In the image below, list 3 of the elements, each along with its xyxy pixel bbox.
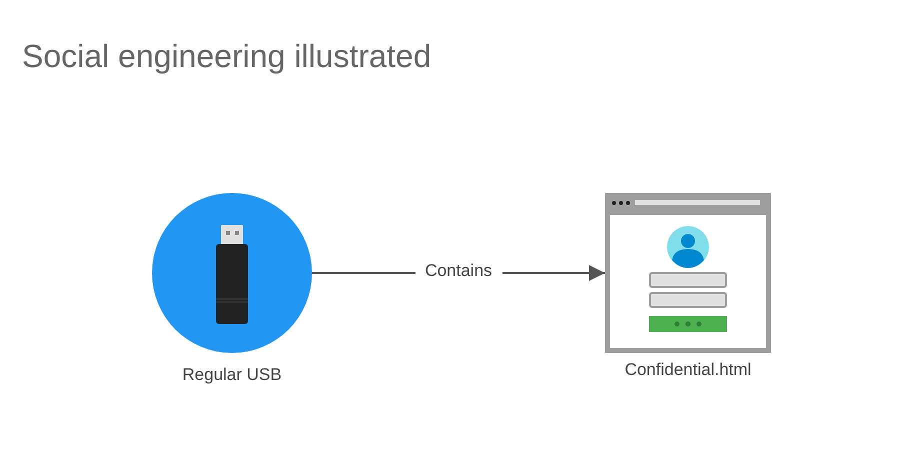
node-label: Confidential.html [624, 360, 752, 380]
node-label: Regular USB [182, 365, 282, 385]
title: Social engineering illustrated [22, 38, 432, 75]
